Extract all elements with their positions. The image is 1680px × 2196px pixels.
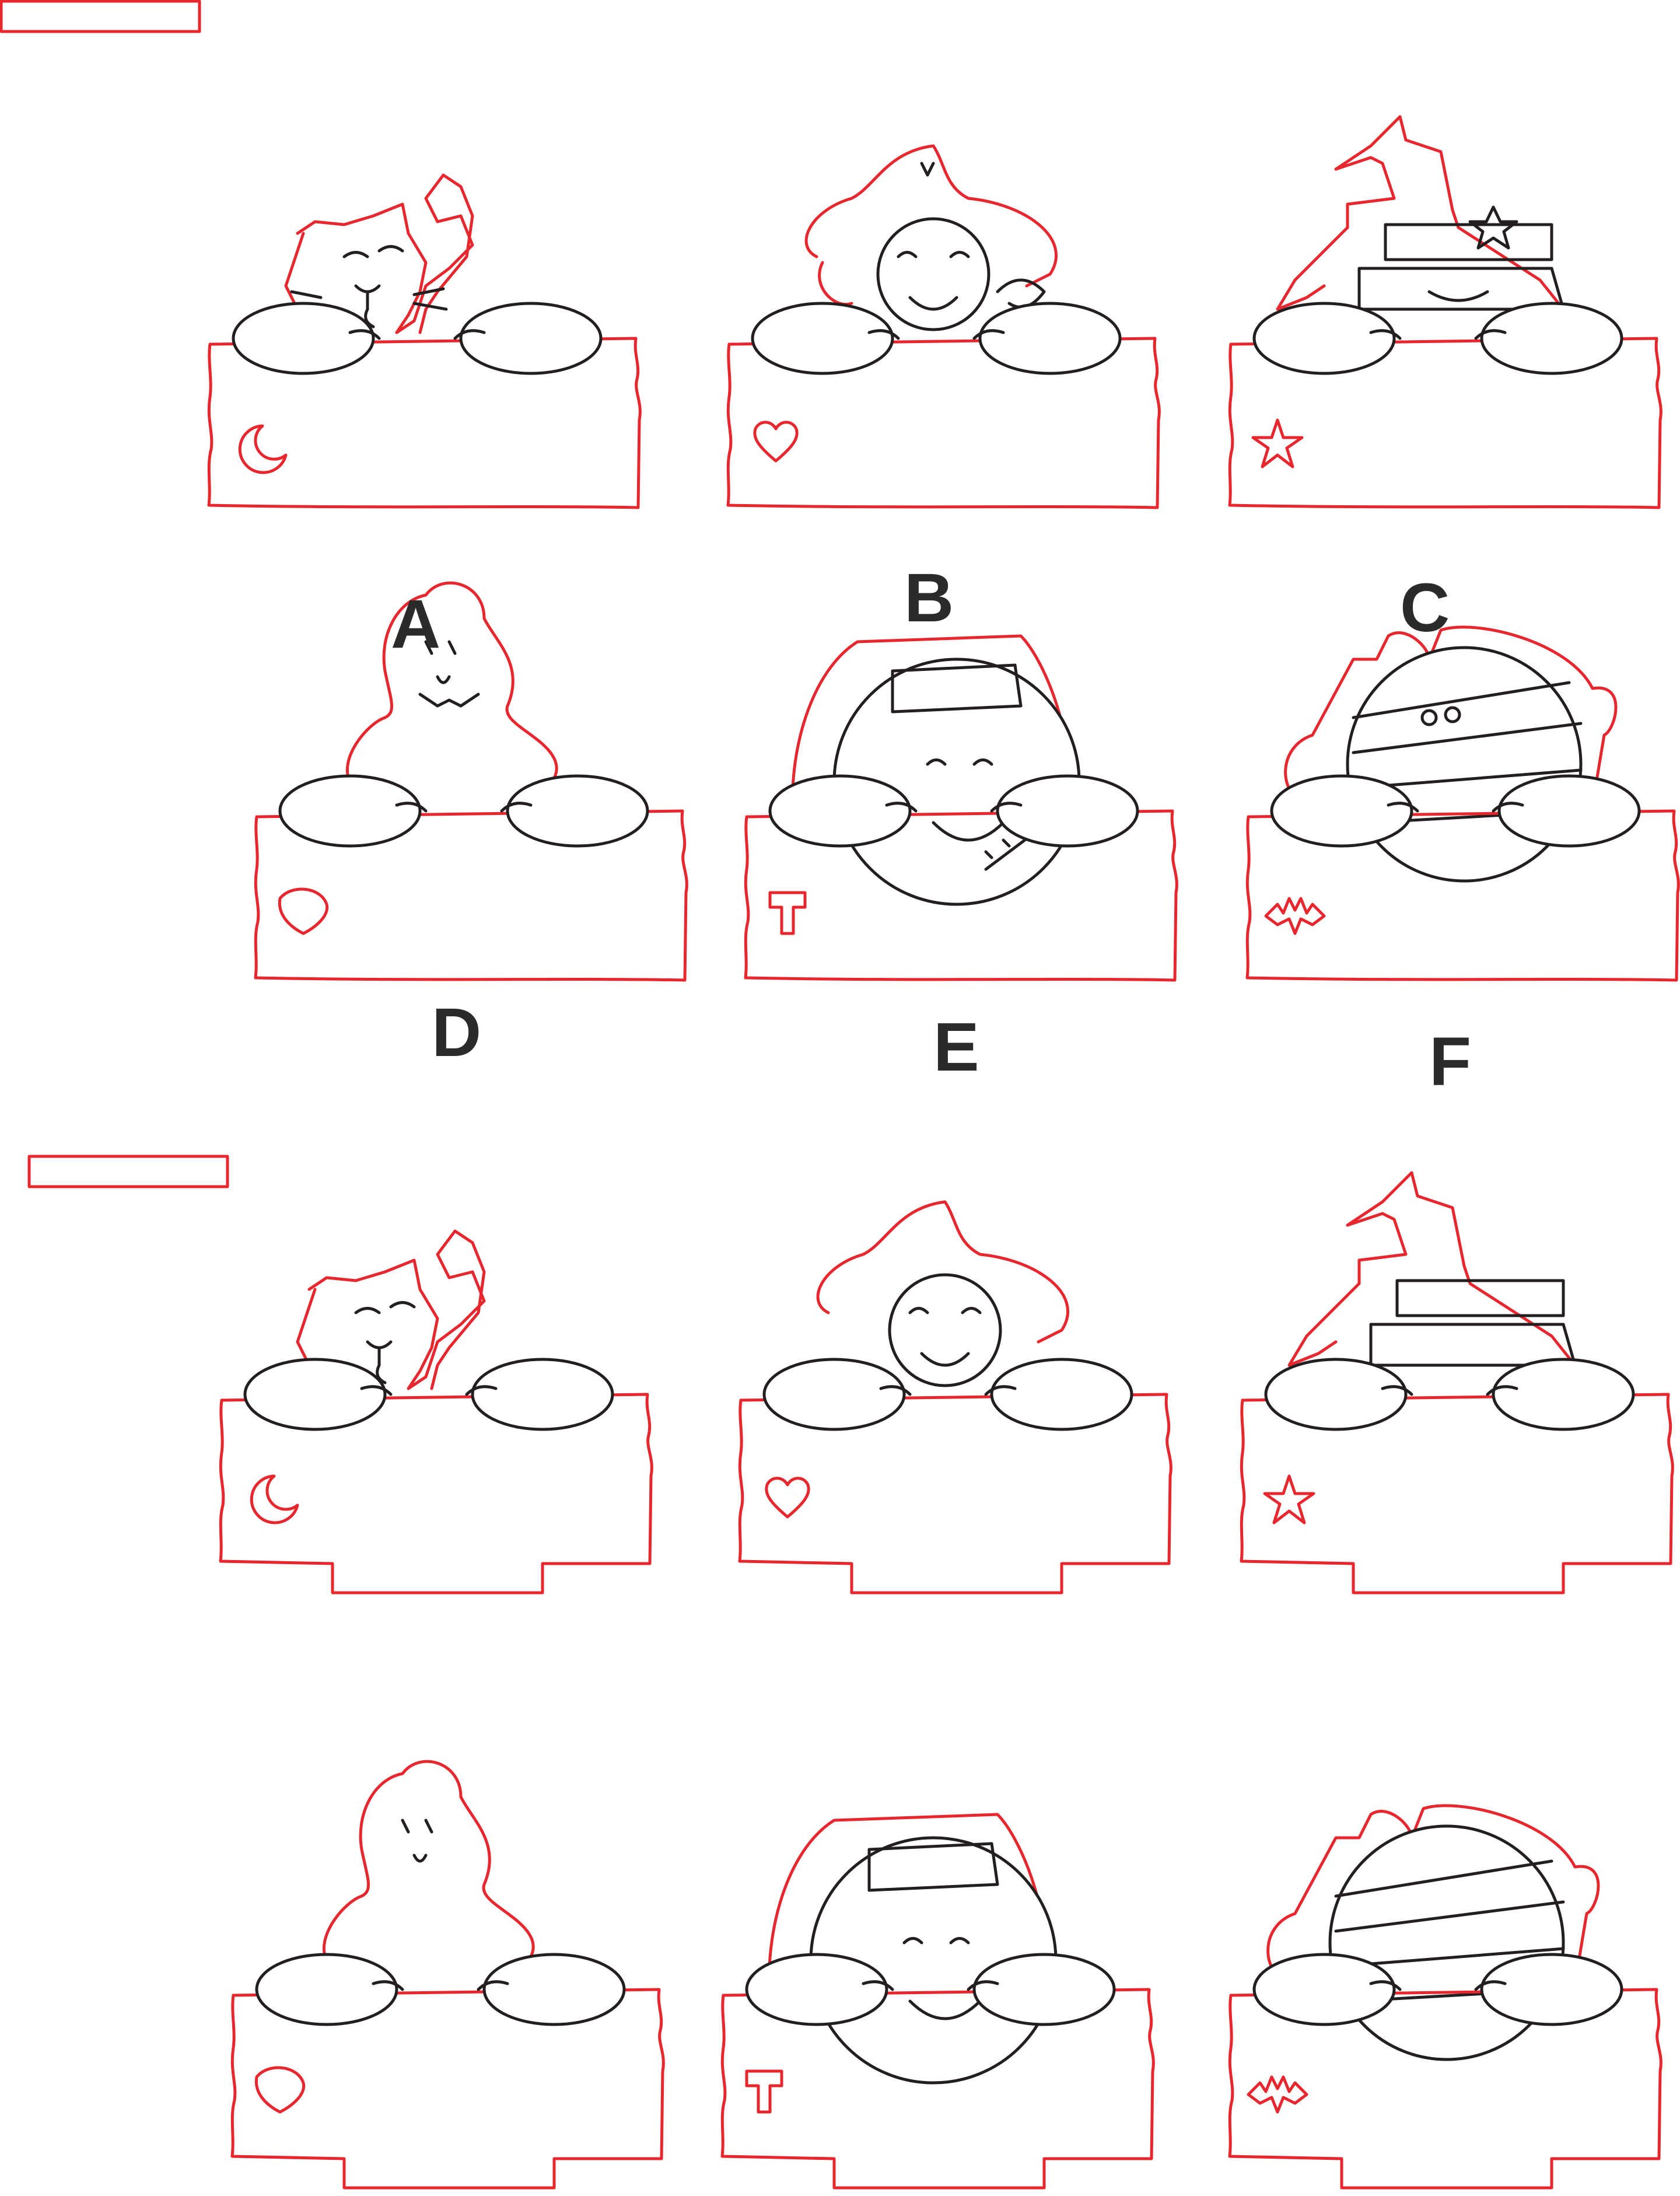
ghost-plaque-tab bbox=[232, 1954, 663, 2188]
bat-icon bbox=[1266, 898, 1324, 933]
guide-bar-top bbox=[0, 0, 201, 33]
hammer-icon bbox=[770, 893, 805, 933]
witch-figure bbox=[1276, 115, 1565, 311]
frankenstein-figure-tab bbox=[767, 1813, 1058, 2085]
cat-plaque bbox=[209, 303, 640, 508]
fireman-plaque bbox=[728, 303, 1159, 508]
witch-figure-tab bbox=[1287, 1171, 1577, 1367]
label-b: B bbox=[904, 560, 954, 637]
ghost-figure-tab bbox=[322, 1760, 535, 1962]
label-e: E bbox=[933, 1009, 979, 1086]
label-f: F bbox=[1429, 1023, 1471, 1100]
ghost-plaque bbox=[256, 776, 687, 980]
guide-bar-middle bbox=[27, 1155, 229, 1188]
crescent-moon-icon bbox=[240, 426, 286, 473]
star-icon bbox=[1253, 420, 1302, 467]
star-icon bbox=[1265, 1476, 1314, 1523]
fireman-figure-tab bbox=[816, 1200, 1070, 1387]
candy-icon bbox=[256, 2068, 303, 2112]
candy-icon bbox=[279, 889, 327, 933]
ghost-figure bbox=[345, 581, 558, 784]
bat-icon bbox=[1248, 2077, 1307, 2112]
label-c: C bbox=[1400, 569, 1450, 646]
fireman-plaque-tab bbox=[740, 1359, 1171, 1593]
witch-plaque-tab bbox=[1241, 1359, 1672, 1593]
heart-icon bbox=[755, 422, 797, 461]
label-a: A bbox=[391, 586, 440, 663]
cat-plaque-tab bbox=[220, 1359, 652, 1593]
witch-plaque bbox=[1230, 303, 1661, 508]
frankenstein-figure bbox=[790, 634, 1104, 906]
label-d: D bbox=[432, 994, 481, 1071]
heart-icon bbox=[766, 1478, 808, 1517]
crescent-moon-icon bbox=[251, 1476, 298, 1523]
cat-figure bbox=[284, 173, 474, 334]
fireman-figure bbox=[804, 144, 1058, 331]
hammer-icon bbox=[747, 2071, 782, 2112]
